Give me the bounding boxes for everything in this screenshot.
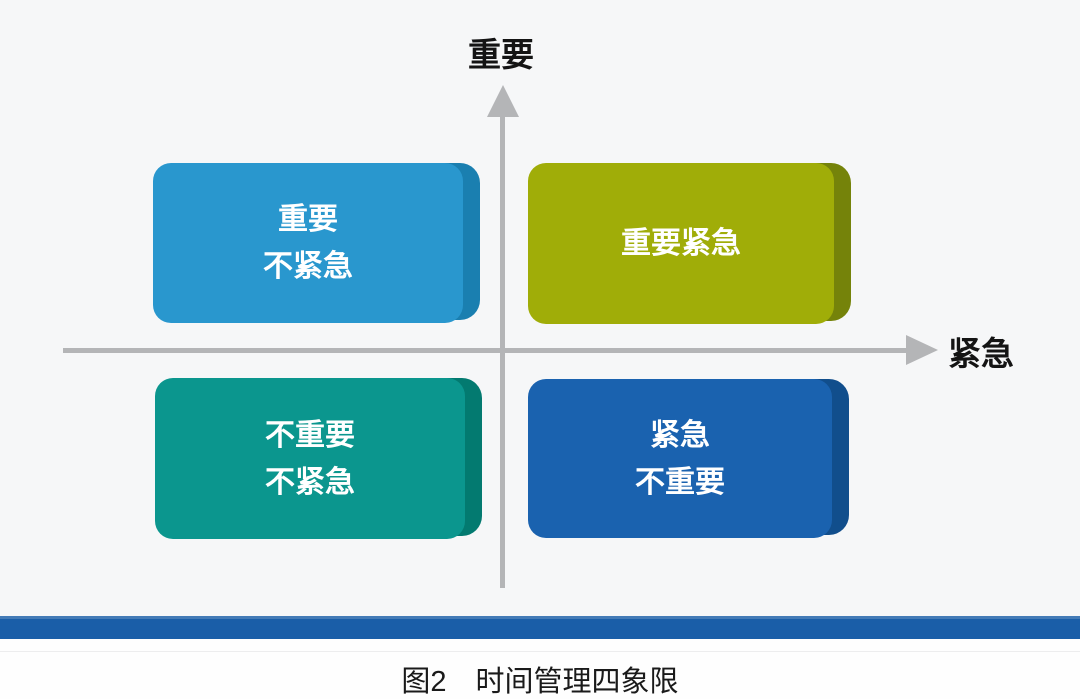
caption-divider [0, 651, 1080, 652]
quadrant-label-line: 不重要 [635, 465, 725, 499]
quadrant-face: 重要紧急 [528, 163, 834, 324]
quadrant-label-line: 不紧急 [263, 250, 353, 283]
quadrant-important-urgent: 重要紧急 [528, 163, 851, 324]
quadrant-not-important-not-urgent: 不重要不紧急 [155, 378, 482, 539]
bar-highlight [0, 616, 1080, 619]
bottom-accent-bar [0, 616, 1080, 639]
quadrant-label-line: 重要 [278, 203, 338, 236]
quadrant-important-not-urgent: 重要不紧急 [153, 163, 480, 323]
quadrant-urgent-not-important: 紧急不重要 [528, 379, 849, 538]
figure-caption: 图2 时间管理四象限 [401, 666, 679, 698]
y-axis-label: 重要 [468, 36, 534, 73]
x-axis-arrow-icon [906, 335, 938, 365]
quadrant-face: 重要不紧急 [153, 163, 463, 323]
quadrant-label-line: 紧急 [650, 418, 710, 452]
quadrant-label-line: 重要紧急 [621, 227, 741, 260]
x-axis-line [63, 348, 908, 353]
quadrant-face: 紧急不重要 [528, 379, 832, 538]
caption-strip: 图2 时间管理四象限 [0, 639, 1080, 699]
quadrant-label-line: 不重要 [265, 418, 355, 452]
quadrant-face: 不重要不紧急 [155, 378, 465, 539]
quadrant-label-line: 不紧急 [265, 465, 355, 499]
y-axis-arrow-icon [487, 85, 519, 117]
x-axis-label: 紧急 [948, 335, 1014, 372]
